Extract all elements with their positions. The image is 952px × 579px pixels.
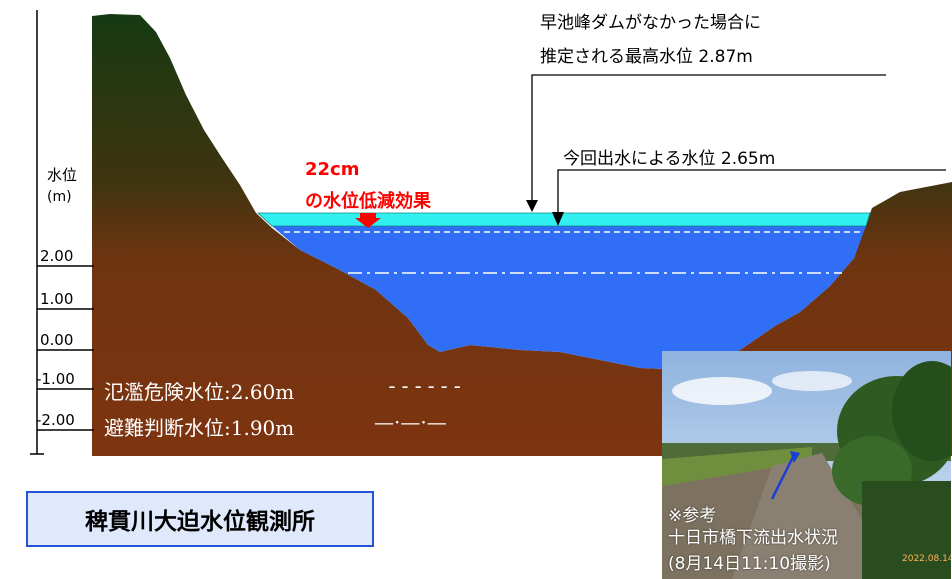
photo-reference-note: ※参考 bbox=[668, 506, 717, 526]
axis-unit: (m) bbox=[47, 189, 72, 205]
photo-date-caption: (8月14日11:10撮影) bbox=[668, 554, 831, 574]
station-name-box: 稗貫川大迫水位観測所 bbox=[26, 491, 374, 547]
tick-label-1: 1.00 bbox=[40, 290, 74, 308]
evacuation-legend: 避難判断水位:1.90m bbox=[104, 416, 295, 440]
reduction-amount-label: 22cm bbox=[305, 159, 360, 180]
river-photo-illustration bbox=[662, 351, 951, 579]
reference-photo: ※参考 十日市橋下流出水状況 (8月14日11:10撮影) 2022.08.14 bbox=[662, 351, 951, 579]
evacuation-legend-marker: —·—·— bbox=[374, 410, 447, 434]
max-level-arrow-icon bbox=[526, 200, 538, 212]
max-level-label-line1: 早池峰ダムがなかった場合に bbox=[540, 13, 761, 33]
reduction-effect-label: の水位低減効果 bbox=[305, 191, 431, 212]
reduction-band bbox=[256, 212, 871, 227]
reduction-arrow-icon bbox=[355, 213, 381, 228]
tick-label-minus1: -1.00 bbox=[36, 370, 75, 388]
flood-danger-legend-marker: ------ bbox=[386, 374, 465, 398]
flood-danger-legend: 氾濫危険水位:2.60m bbox=[104, 380, 295, 404]
axis-title: 水位 bbox=[47, 166, 78, 184]
max-level-leader bbox=[531, 74, 886, 210]
terrain-cross-section bbox=[92, 14, 952, 456]
photo-date-stamp: 2022.08.14 bbox=[902, 554, 951, 564]
max-level-label-line2: 推定される最高水位 2.87m bbox=[540, 47, 753, 67]
current-level-leader bbox=[557, 169, 946, 216]
tick-label-2: 2.00 bbox=[40, 247, 74, 265]
current-level-arrow-icon bbox=[552, 212, 564, 226]
current-level-label: 今回出水による水位 2.65m bbox=[563, 149, 776, 169]
photo-caption: 十日市橋下流出水状況 bbox=[668, 528, 838, 548]
axis-ticks bbox=[37, 265, 94, 431]
tick-label-minus2: -2.00 bbox=[36, 411, 75, 429]
station-name: 稗貫川大迫水位観測所 bbox=[85, 509, 315, 535]
water-body bbox=[272, 226, 866, 370]
tick-label-0: 0.00 bbox=[40, 331, 74, 349]
